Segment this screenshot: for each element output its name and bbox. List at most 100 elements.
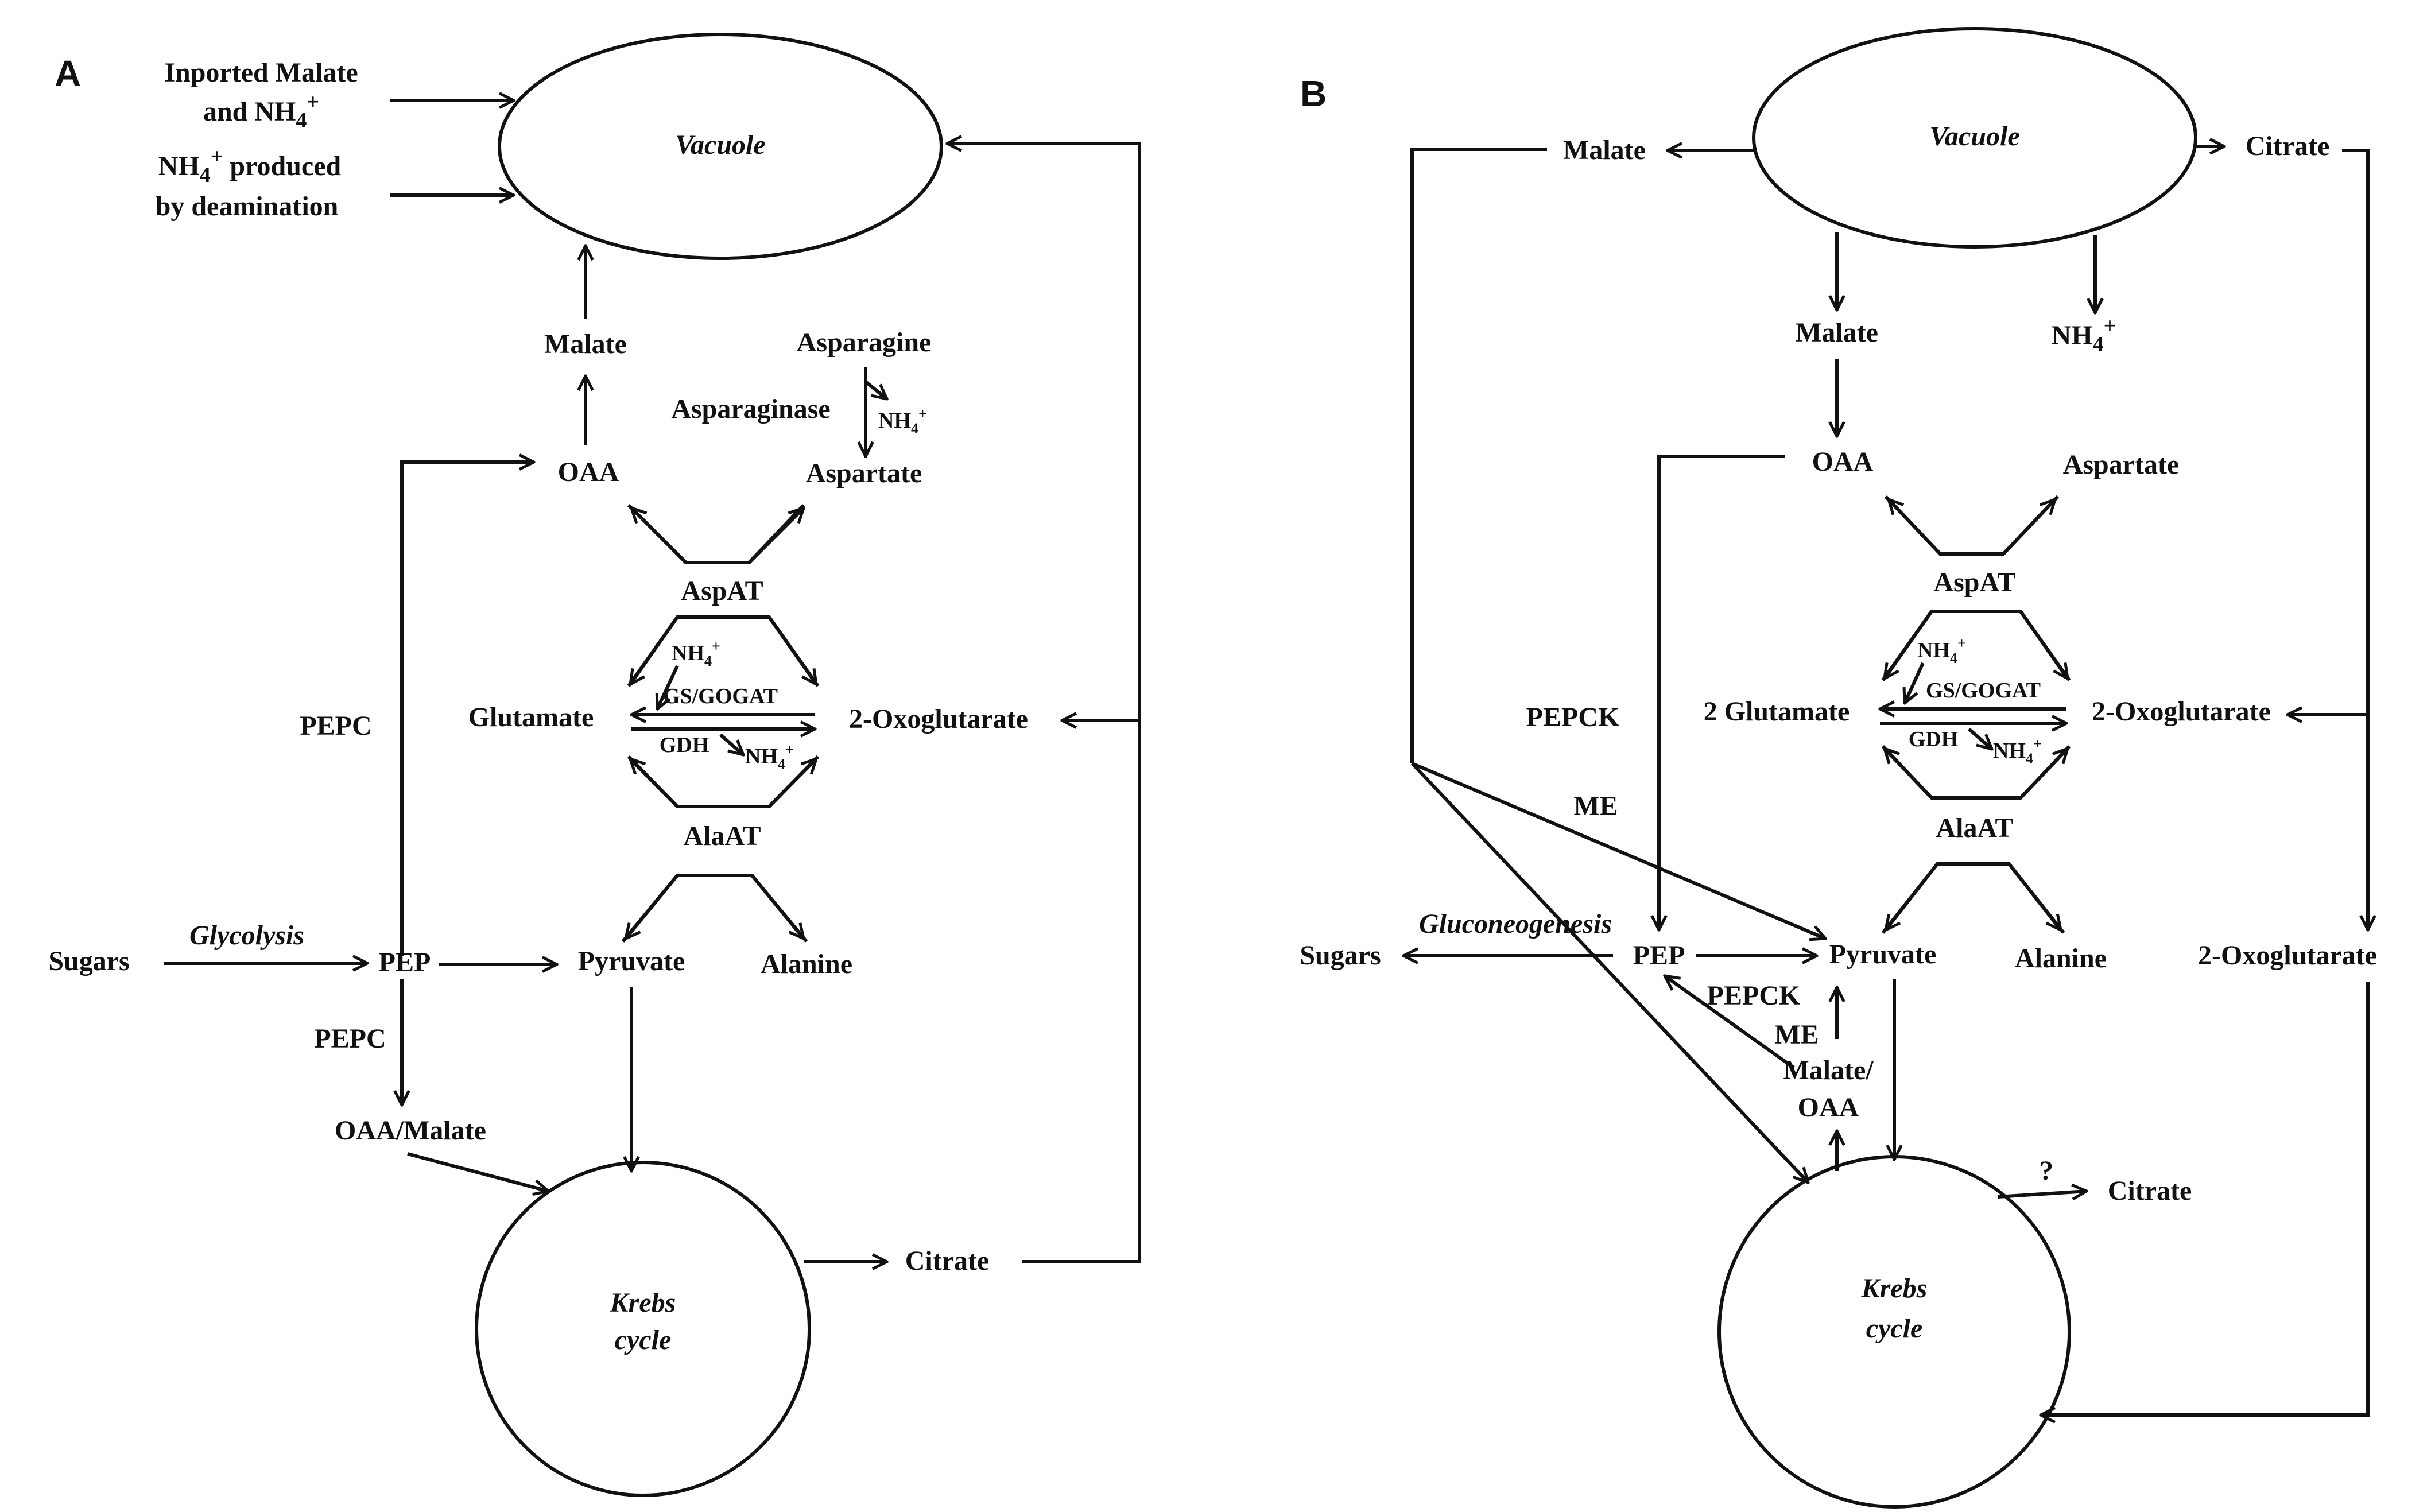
asparaginase-label: Asparaginase	[671, 394, 830, 424]
panel-b: B Vacuole Malate ME Citrate Malate NH4+ …	[1300, 27, 2377, 1509]
vacuole-a-ellipse	[498, 33, 943, 260]
vacuole-b-ellipse	[1752, 27, 2197, 249]
vacuole-a-label: Vacuole	[675, 130, 765, 160]
malate-oaa-b-line1: Malate/	[1783, 1055, 1874, 1085]
citrate-b-top-label: Citrate	[2246, 131, 2330, 161]
panel-b-label: B	[1300, 73, 1327, 114]
arrow-exchange-a-bottom-right	[767, 759, 816, 808]
alaat-b-label: AlaAT	[1936, 813, 2013, 843]
exchange-a-bottom	[627, 755, 820, 808]
arrow-nh4-into-gs	[657, 665, 679, 709]
nh4-a-gs: NH4+	[672, 638, 720, 669]
oaa-a-label: OAA	[558, 457, 619, 487]
nh4-produced-line2: by deamination	[156, 191, 339, 222]
line-malate-down-b	[1410, 148, 1547, 763]
nh4-b-gdh: NH4+	[1993, 735, 2042, 767]
arrow-gdh-nh4-b	[1968, 727, 1992, 749]
aspat-a-label: AspAT	[681, 576, 763, 606]
oaa-malate-a-label: OAA/Malate	[335, 1115, 486, 1146]
arrow-oaa-malate-to-krebs	[407, 1152, 548, 1191]
arrow-exchange-a-top-right	[767, 616, 816, 684]
arrow-exchange-b-top-right	[2019, 610, 2068, 679]
pyruvate-a-label: Pyruvate	[578, 946, 685, 976]
arrow-malate-oaa-to-pep	[1665, 976, 1795, 1069]
arrow-aspat-to-aspartate	[747, 508, 804, 564]
glutamate-a-label: Glutamate	[468, 702, 594, 732]
arrow-alaat-to-pyruvate	[626, 874, 679, 939]
me-b-top-label: ME	[1573, 791, 1618, 821]
pepc-a-bottom-label: PEPC	[314, 1023, 386, 1054]
inported-malate-line1: Inported Malate	[164, 57, 358, 88]
oxoglutarate-b-mid-label: 2-Oxoglutarate	[2092, 696, 2271, 727]
arrow-exchange-b-bottom-right	[2019, 749, 2068, 800]
krebs-a-circle	[475, 1161, 811, 1497]
inported-malate-line2: and NH4+	[203, 90, 319, 133]
arrow-exchange-a-top-left	[630, 616, 679, 684]
arrow-oaa-to-pep-pepck	[1659, 455, 1785, 930]
alanine-b-label: Alanine	[2015, 943, 2107, 974]
oaa-b-label: OAA	[1812, 447, 1874, 477]
exchange-b-bottom	[1881, 745, 2071, 800]
pepc-a-top-label: PEPC	[300, 711, 371, 741]
asparagine-label: Asparagine	[797, 327, 932, 358]
alaat-a-label: AlaAT	[683, 821, 761, 851]
pepck-b-top-label: PEPCK	[1526, 702, 1620, 732]
arrow-pep-to-oaa-pepc	[400, 462, 534, 956]
panel-a: A Vacuole Inported Malate and NH4+ NH4+ …	[48, 33, 1141, 1497]
aspartate-b-label: Aspartate	[2063, 449, 2180, 480]
nh4-b-gs: NH4+	[1917, 635, 1966, 666]
arrow-alaat-to-pyruvate-b	[1886, 863, 1939, 930]
arrow-gdh-nh4	[719, 733, 743, 755]
arrow-aspat-to-aspartate-b	[2002, 499, 2055, 556]
pepck-b-bottom-label: PEPCK	[1707, 980, 1801, 1011]
malate-a-label: Malate	[544, 329, 627, 359]
question-mark-label: ?	[2040, 1156, 2053, 1186]
malate-b-mid-label: Malate	[1796, 317, 1878, 348]
exchange-b-top	[1881, 610, 2071, 681]
citrate-a-label: Citrate	[905, 1246, 990, 1276]
malate-oaa-b-line2: OAA	[1798, 1092, 1859, 1123]
arrow-alaat-to-alanine-b	[2007, 863, 2061, 930]
arrow-malate-to-krebs-b	[1410, 762, 1808, 1183]
malate-b-top-label: Malate	[1563, 135, 1646, 165]
arrow-exchange-b-top-left	[1885, 610, 1933, 679]
pep-a-label: PEP	[379, 947, 431, 978]
krebs-a-line1: Krebs	[610, 1288, 676, 1318]
oxoglutarate-a-label: 2-Oxoglutarate	[849, 704, 1028, 734]
sugars-a-label: Sugars	[48, 946, 129, 976]
arrow-aspat-to-oaa	[631, 508, 688, 564]
nh4-b-label: NH4+	[2052, 314, 2116, 356]
arrow-krebs-to-citrate-b	[1997, 1191, 2087, 1197]
pyruvate-b-label: Pyruvate	[1829, 939, 1937, 970]
sugars-b-label: Sugars	[1300, 940, 1381, 971]
nh4-a-asparaginase: NH4+	[878, 405, 927, 437]
krebs-b-line2: cycle	[1866, 1313, 1923, 1344]
arrow-alaat-to-alanine	[750, 874, 804, 939]
gdh-a-label: GDH	[660, 733, 709, 757]
vacuole-b-label: Vacuole	[1929, 121, 2019, 152]
aspartate-a-label: Aspartate	[806, 458, 922, 489]
gs-gogat-a-label: GS/GOGAT	[663, 684, 778, 708]
gdh-b-label: GDH	[1909, 727, 1959, 751]
me-b-bottom-label: ME	[1774, 1019, 1819, 1050]
arrow-exchange-a-bottom-left	[630, 759, 679, 808]
panel-a-label: A	[55, 53, 81, 94]
arrow-aspat-to-oaa-b	[1889, 499, 1942, 556]
citrate-b-bottom-label: Citrate	[2108, 1176, 2192, 1206]
alanine-a-label: Alanine	[761, 949, 852, 979]
gs-gogat-b-label: GS/GOGAT	[1926, 679, 2041, 703]
krebs-b-line1: Krebs	[1861, 1273, 1928, 1304]
exchange-a-top	[627, 615, 820, 687]
oxoglutarate-b-right-label: 2-Oxoglutarate	[2198, 940, 2377, 971]
arrow-nh4-into-gs-b	[1905, 662, 1925, 703]
arrow-citrate-to-vacuole-a	[947, 144, 1141, 1263]
nh4-a-gdh: NH4+	[745, 741, 794, 773]
arrow-asparaginase-nh4	[864, 380, 887, 399]
nh4-produced-line1: NH4+ produced	[158, 145, 342, 187]
arrow-citrate-to-oxoglutarate-right	[2342, 149, 2368, 930]
krebs-a-line2: cycle	[615, 1325, 672, 1355]
krebs-b-circle	[1717, 1155, 2071, 1509]
arrow-exchange-b-bottom-left	[1885, 749, 1933, 800]
arrow-malate-to-pyruvate-me	[1411, 762, 1825, 939]
